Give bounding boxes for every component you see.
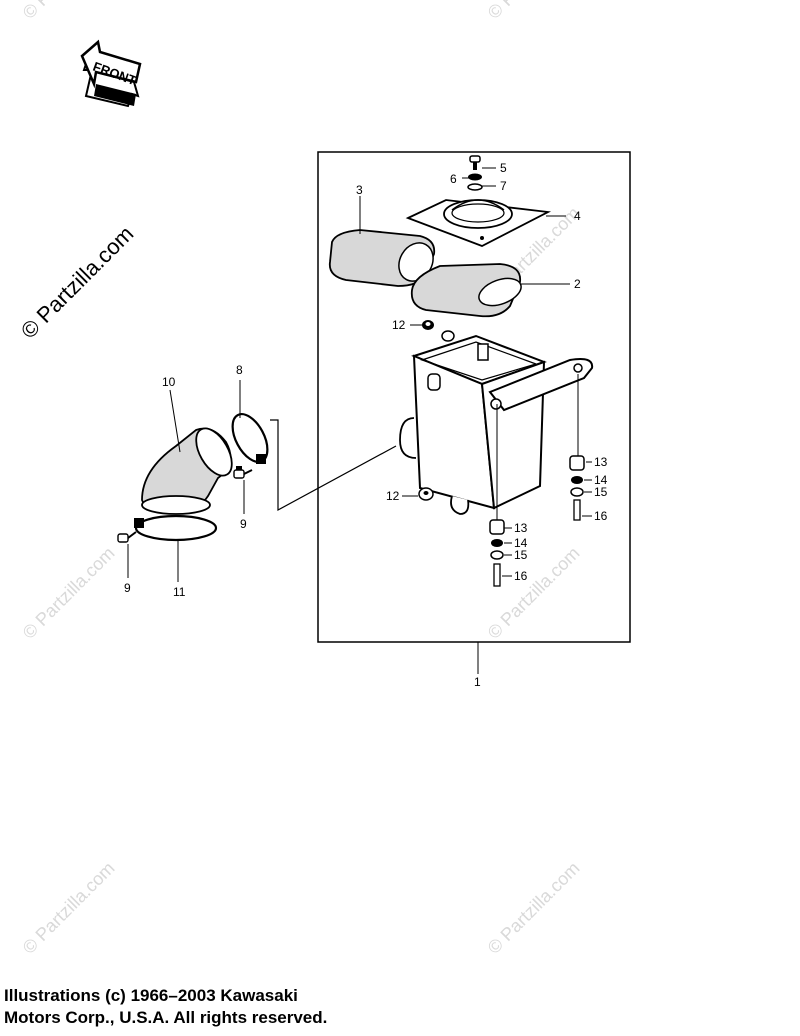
callout-14-lower: 14 (514, 536, 528, 550)
callout-8: 8 (236, 363, 243, 377)
callout-1: 1 (474, 675, 481, 689)
leader-lines (127, 167, 592, 674)
callout-14-right: 14 (594, 473, 608, 487)
callout-12-lower: 12 (386, 489, 400, 503)
filter-element-upper (328, 229, 436, 287)
callout-11: 11 (173, 585, 186, 599)
copyright-notice: Illustrations (c) 1966–2003 Kawasaki Mot… (4, 985, 424, 1029)
mount-stack-lower (489, 519, 505, 587)
clamp-band-11 (134, 514, 218, 542)
callout-15-right: 15 (594, 485, 608, 499)
front-arrow-icon: FRONT (80, 39, 142, 108)
callout-labels: 1 2 3 4 5 6 7 8 9 9 10 11 12 12 13 13 14… (124, 161, 608, 689)
callout-12-upper: 12 (392, 318, 406, 332)
clamp-ring-8 (231, 413, 269, 476)
watermark: © Partzilla.com (484, 858, 584, 958)
callout-2: 2 (574, 277, 581, 291)
assembly-border (317, 151, 631, 643)
copyright-line-1: Illustrations (c) 1966–2003 Kawasaki (4, 986, 298, 1005)
lid-screw-stack (467, 155, 483, 191)
callout-13-right: 13 (594, 455, 608, 469)
copyright-line-2: Motors Corp., U.S.A. All rights reserved… (4, 1008, 328, 1027)
callout-7: 7 (500, 179, 507, 193)
mount-stack-right (569, 455, 585, 521)
nut-12-upper (422, 320, 434, 330)
callout-16-right: 16 (594, 509, 608, 523)
callout-5: 5 (500, 161, 507, 175)
callout-15-lower: 15 (514, 548, 528, 562)
callout-3: 3 (356, 183, 363, 197)
connection-line (270, 419, 397, 512)
callout-9-upper: 9 (240, 517, 247, 531)
screw-9-upper (233, 469, 253, 479)
callout-4: 4 (574, 209, 581, 223)
screw-9-lower (117, 531, 137, 543)
inlet-duct-boot (141, 427, 233, 515)
callout-13-lower: 13 (514, 521, 528, 535)
watermark: © Partzilla.com (19, 0, 119, 23)
watermark: © Partzilla.com (19, 858, 119, 958)
callout-6: 6 (450, 172, 457, 186)
nut-12-lower (418, 487, 434, 501)
watermark-main: © Partzilla.com (16, 221, 139, 344)
callout-9-lower: 9 (124, 581, 131, 595)
watermark: © Partzilla.com (19, 543, 119, 643)
watermark: © Partzilla.com (484, 0, 584, 23)
air-box-body (399, 330, 594, 515)
callout-10: 10 (162, 375, 176, 389)
lid-plate (405, 199, 552, 247)
filter-element-lower (410, 263, 522, 318)
callout-16-lower: 16 (514, 569, 528, 583)
